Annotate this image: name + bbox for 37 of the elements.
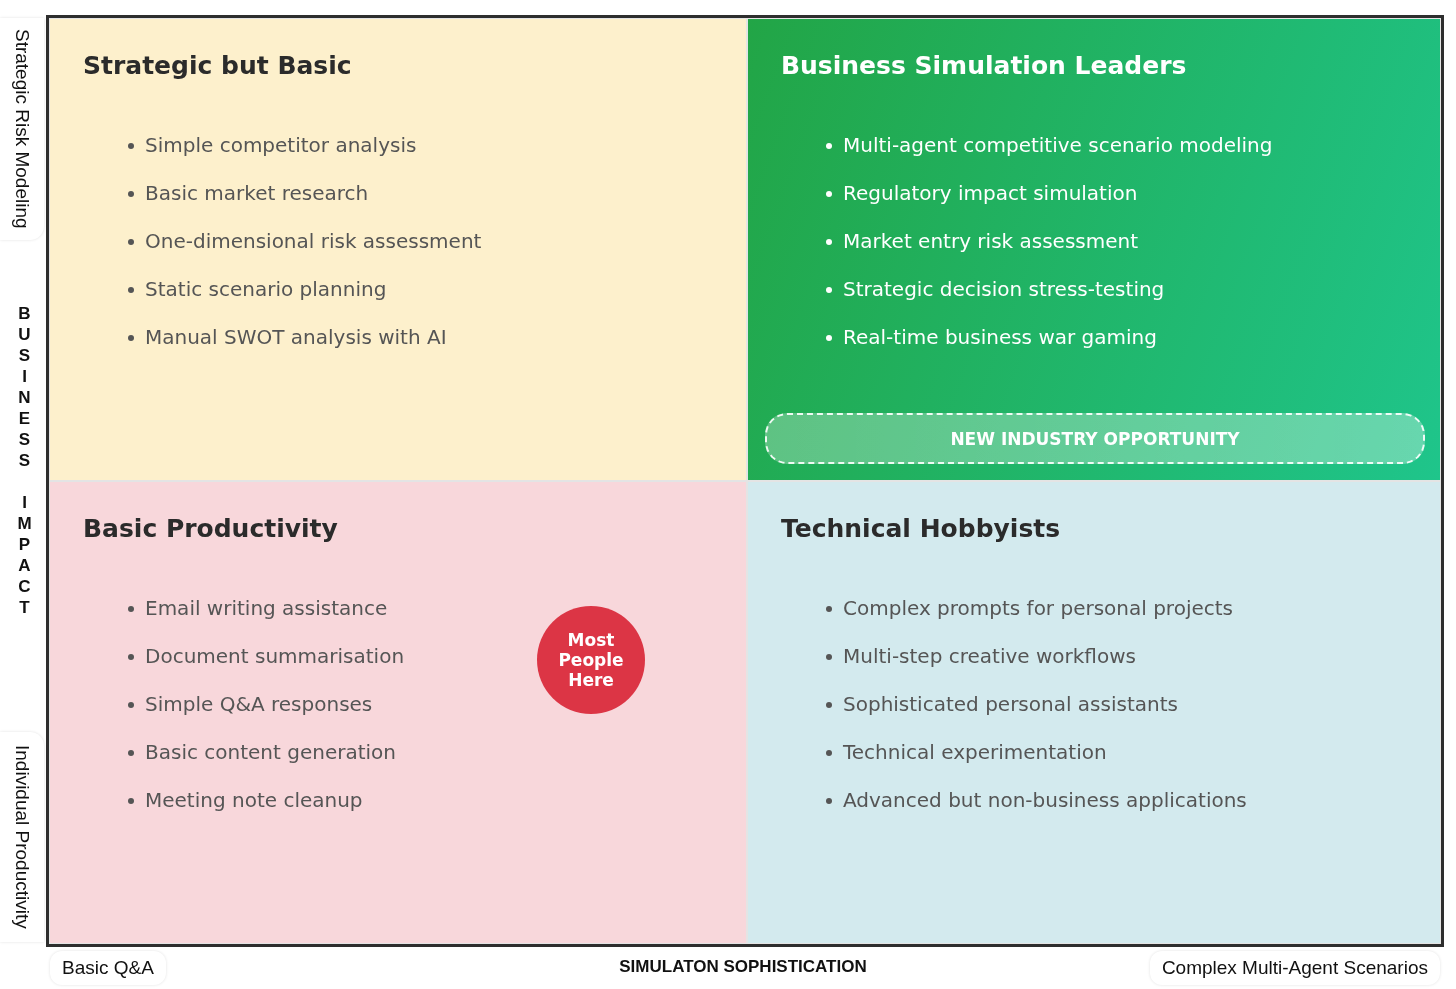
axis-end-label: Strategic Risk Modeling: [0, 18, 44, 240]
quadrant-title: Basic Productivity: [83, 514, 338, 543]
bullet-item: Meeting note cleanup: [128, 787, 405, 813]
quadrant-title: Strategic but Basic: [83, 51, 352, 80]
bullet-item: Manual SWOT analysis with AI: [128, 324, 482, 350]
axis-title: SIMULATON SOPHISTICATION: [618, 957, 868, 977]
axis-end-label: Complex Multi-Agent Scenarios: [1149, 951, 1440, 985]
bullet-item: Advanced but non-business applications: [826, 787, 1247, 813]
bullet-item: Basic market research: [128, 180, 482, 206]
bullet-item: Technical experimentation: [826, 739, 1247, 765]
bullet-item: Static scenario planning: [128, 276, 482, 302]
quadrant-panel: [747, 18, 1441, 481]
bullet-item: Simple competitor analysis: [128, 132, 482, 158]
bullet-item: Simple Q&A responses: [128, 691, 405, 717]
quadrant-panel: [49, 18, 747, 481]
quadrant-title: Business Simulation Leaders: [781, 51, 1187, 80]
bullet-item: Basic content generation: [128, 739, 405, 765]
axis-end-label: Basic Q&A: [50, 951, 166, 985]
bullet-item: Sophisticated personal assistants: [826, 691, 1247, 717]
circle-label: Most People Here: [557, 630, 625, 690]
bullet-item: Regulatory impact simulation: [826, 180, 1273, 206]
bullet-item: Multi-agent competitive scenario modeling: [826, 132, 1273, 158]
bullet-item: One-dimensional risk assessment: [128, 228, 482, 254]
bullet-item: Real-time business war gaming: [826, 324, 1273, 350]
banner-label: NEW INDUSTRY OPPORTUNITY: [950, 428, 1240, 449]
quadrant-panel: [49, 481, 747, 944]
bullet-item: Document summarisation: [128, 643, 405, 669]
axis-end-label: Individual Productivity: [0, 732, 44, 942]
quadrant-title: Technical Hobbyists: [781, 514, 1061, 543]
axis-title: BUSINESS IMPACT: [14, 304, 34, 619]
quadrant-panel: [747, 481, 1441, 944]
bullet-item: Email writing assistance: [128, 595, 405, 621]
opportunity-banner: [765, 413, 1425, 464]
bullet-item: Market entry risk assessment: [826, 228, 1273, 254]
bullet-item: Complex prompts for personal projects: [826, 595, 1247, 621]
bullet-item: Strategic decision stress-testing: [826, 276, 1273, 302]
bullet-item: Multi-step creative workflows: [826, 643, 1247, 669]
